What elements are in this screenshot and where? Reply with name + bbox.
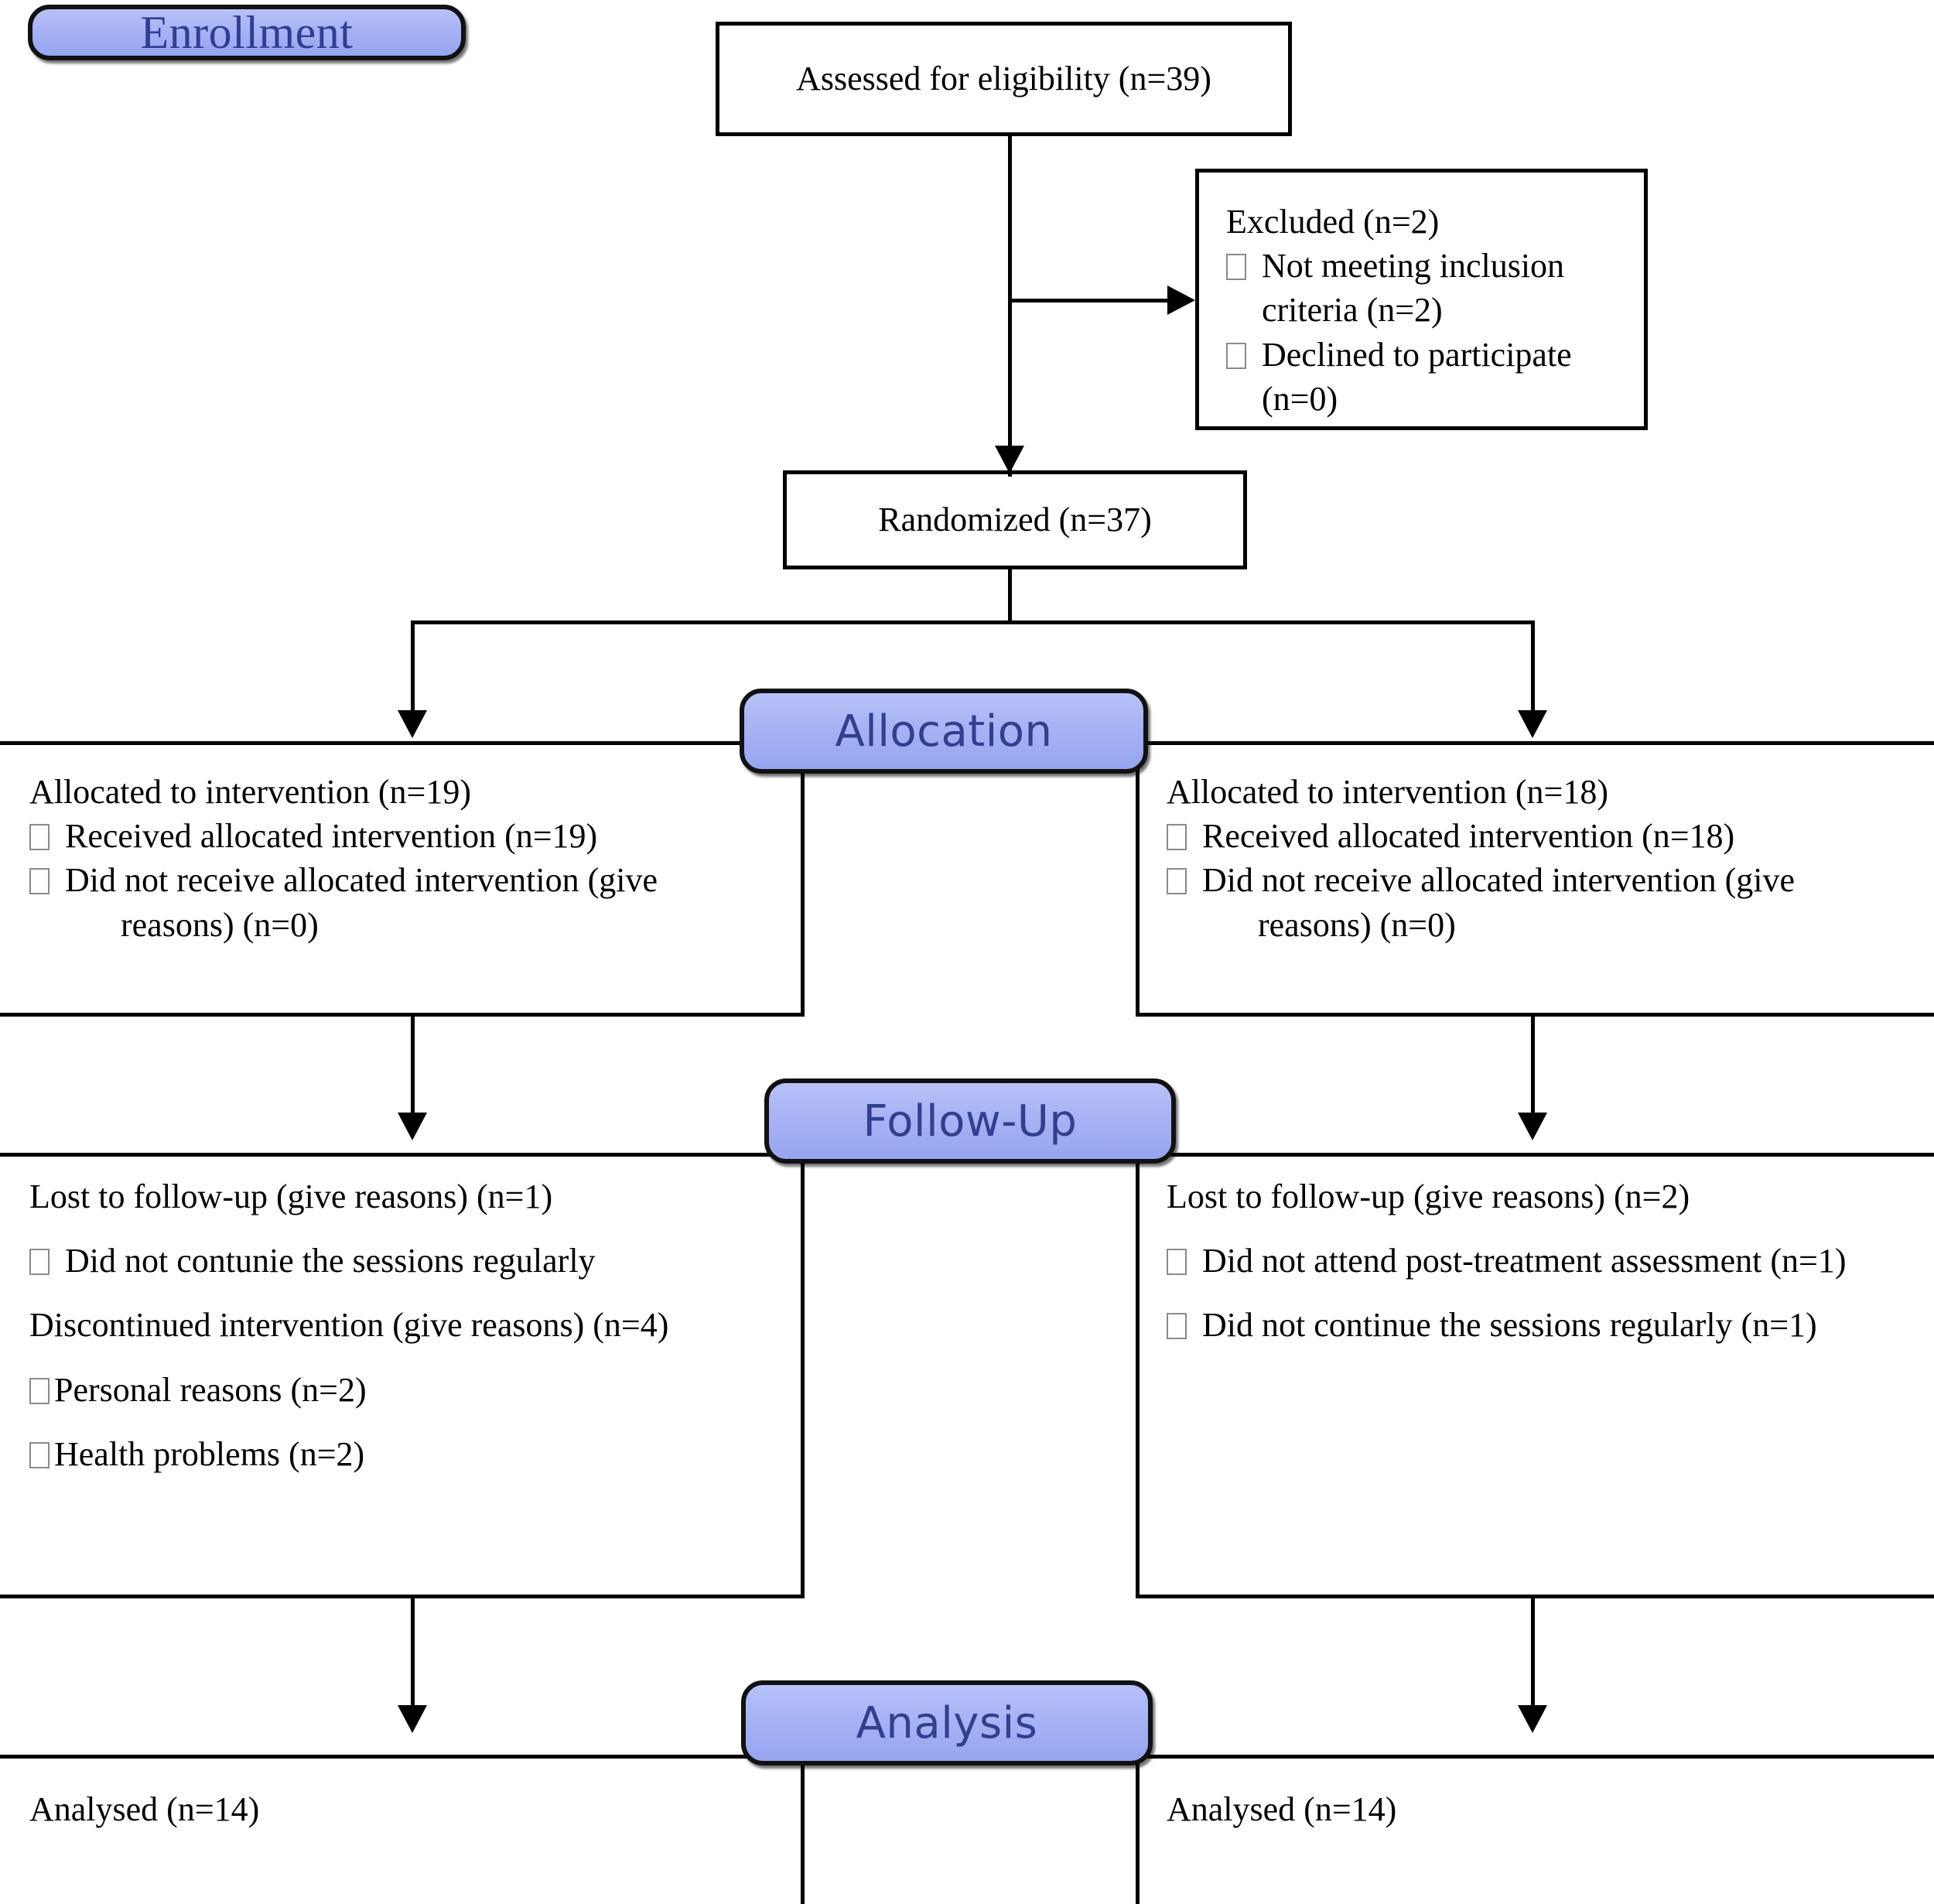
box-allocation-left: [0, 741, 805, 1017]
bullet-square-icon: [1226, 254, 1246, 281]
stage-banner-allocation-label: Allocation: [835, 706, 1053, 757]
allocation-right-item-1-text: Did not receive allocated intervention (…: [1202, 861, 1796, 900]
connector-left-allocation-to-followup: [411, 1017, 415, 1117]
followup-right-lost-item-1-text: Did not continue the sessions regularly …: [1202, 1306, 1817, 1345]
arrow-left-allocation-to-followup: [398, 1113, 427, 1140]
arrow-right-allocation-to-followup: [1518, 1113, 1547, 1140]
stage-banner-allocation: Allocation: [740, 689, 1148, 774]
bullet-square-icon: [29, 824, 50, 851]
followup-right-lost-item-1: Did not continue the sessions regularly …: [1167, 1303, 1929, 1347]
arrow-assessed-to-randomized: [995, 446, 1024, 473]
followup-left-discontinued-item-1-text: Health problems (n=2): [54, 1434, 365, 1473]
allocation-right-item-1: Did not receive allocated intervention (…: [1167, 858, 1913, 902]
allocation-left-item-0: Received allocated intervention (n=19): [29, 814, 772, 858]
connector-right-followup-to-analysis: [1531, 1598, 1535, 1711]
analysed-right-text: Analysed (n=14): [1167, 1790, 1397, 1828]
followup-right-lost-heading: Lost to follow-up (give reasons) (n=2): [1167, 1178, 1690, 1215]
box-analysed-right: [1136, 1755, 1934, 1904]
allocation-right-content: Allocated to intervention (n=18) Receive…: [1167, 770, 1913, 947]
followup-right-content: Lost to follow-up (give reasons) (n=2) D…: [1167, 1174, 1929, 1368]
arrow-to-left-allocation: [398, 710, 427, 738]
excluded-item-0: Not meeting inclusion criteria (n=2): [1226, 244, 1636, 332]
bullet-square-icon: [1167, 868, 1187, 895]
followup-left-discontinued-item-0: Personal reasons (n=2): [29, 1368, 776, 1412]
allocation-right-heading: Allocated to intervention (n=18): [1167, 773, 1608, 811]
excluded-item-1-text: Declined to participate (n=0): [1262, 335, 1572, 418]
allocation-left-item-1-text: Did not receive allocated intervention (…: [65, 861, 658, 900]
arrow-to-right-allocation: [1518, 710, 1547, 738]
stage-banner-followup: Follow-Up: [764, 1078, 1176, 1164]
box-assessed-for-eligibility: Assessed for eligibility (n=39): [716, 22, 1292, 136]
excluded-item-1: Declined to participate (n=0): [1226, 333, 1636, 421]
bullet-square-icon: [29, 868, 50, 895]
bullet-square-icon: [29, 1377, 50, 1404]
arrow-assessed-to-excluded: [1167, 285, 1195, 315]
bullet-square-icon: [1167, 824, 1187, 851]
followup-right-lost-item-0-text: Did not attend post-treatment assessment…: [1202, 1242, 1847, 1280]
bullet-square-icon: [29, 1249, 50, 1276]
connector-allocation-split-bar: [411, 620, 1534, 624]
bullet-square-icon: [1167, 1249, 1187, 1276]
connector-right-allocation-to-followup: [1531, 1017, 1535, 1117]
allocation-right-item-0: Received allocated intervention (n=18): [1167, 814, 1913, 858]
followup-left-discontinued-item-1: Health problems (n=2): [29, 1432, 776, 1476]
allocation-left-continuation: reasons) (n=0): [121, 905, 319, 944]
followup-left-lost-item-0-text: Did not contunie the sessions regularly: [65, 1242, 596, 1280]
excluded-item-0-text: Not meeting inclusion criteria (n=2): [1262, 247, 1565, 330]
bullet-square-icon: [1226, 342, 1246, 369]
box-randomized: Randomized (n=37): [783, 470, 1247, 569]
stage-banner-analysis: Analysis: [741, 1680, 1153, 1766]
followup-left-lost-item-0: Did not contunie the sessions regularly: [29, 1239, 776, 1283]
box-followup-left: [0, 1153, 805, 1598]
followup-left-discontinued-item-0-text: Personal reasons (n=2): [54, 1370, 367, 1409]
allocation-right-item-0-text: Received allocated intervention (n=18): [1202, 817, 1735, 856]
analysed-left-text: Analysed (n=14): [29, 1790, 260, 1828]
followup-left-discontinued-heading: Discontinued intervention (give reasons)…: [29, 1306, 669, 1345]
stage-banner-enrollment-label: Enrollment: [140, 6, 354, 58]
connector-randomized-down: [1008, 569, 1012, 624]
box-allocation-right: [1136, 741, 1934, 1017]
excluded-heading: Excluded (n=2): [1226, 203, 1440, 241]
assessed-for-eligibility-text: Assessed for eligibility (n=39): [796, 59, 1211, 97]
box-analysed-left: [0, 1755, 805, 1904]
allocation-right-continuation: reasons) (n=0): [1258, 905, 1456, 944]
stage-banner-followup-label: Follow-Up: [863, 1096, 1078, 1147]
allocation-left-item-1: Did not receive allocated intervention (…: [29, 858, 772, 902]
analysed-right-content: Analysed (n=14): [1167, 1787, 1909, 1831]
followup-left-lost-heading: Lost to follow-up (give reasons) (n=1): [29, 1178, 553, 1215]
excluded-content: Excluded (n=2) Not meeting inclusion cri…: [1226, 200, 1636, 421]
stage-banner-analysis-label: Analysis: [856, 1697, 1038, 1748]
connector-assessed-to-excluded: [1008, 299, 1172, 303]
allocation-left-content: Allocated to intervention (n=19) Receive…: [29, 770, 772, 947]
connector-allocation-left-drop: [411, 620, 415, 715]
arrow-left-followup-to-analysis: [398, 1705, 427, 1733]
connector-left-followup-to-analysis: [411, 1598, 415, 1711]
connector-assessed-to-randomized: [1008, 136, 1012, 477]
box-excluded: [1195, 169, 1648, 430]
followup-left-content: Lost to follow-up (give reasons) (n=1) D…: [29, 1174, 776, 1496]
connector-allocation-right-drop: [1531, 620, 1535, 715]
arrow-right-followup-to-analysis: [1518, 1705, 1547, 1733]
allocation-left-heading: Allocated to intervention (n=19): [29, 773, 471, 811]
followup-right-lost-item-0: Did not attend post-treatment assessment…: [1167, 1239, 1929, 1283]
stage-banner-enrollment: Enrollment: [28, 5, 466, 60]
bullet-square-icon: [1167, 1313, 1187, 1340]
bullet-square-icon: [29, 1441, 50, 1468]
allocation-left-item-0-text: Received allocated intervention (n=19): [65, 817, 598, 856]
randomized-text: Randomized (n=37): [878, 500, 1152, 538]
box-followup-right: [1136, 1153, 1934, 1598]
analysed-left-content: Analysed (n=14): [29, 1787, 772, 1831]
